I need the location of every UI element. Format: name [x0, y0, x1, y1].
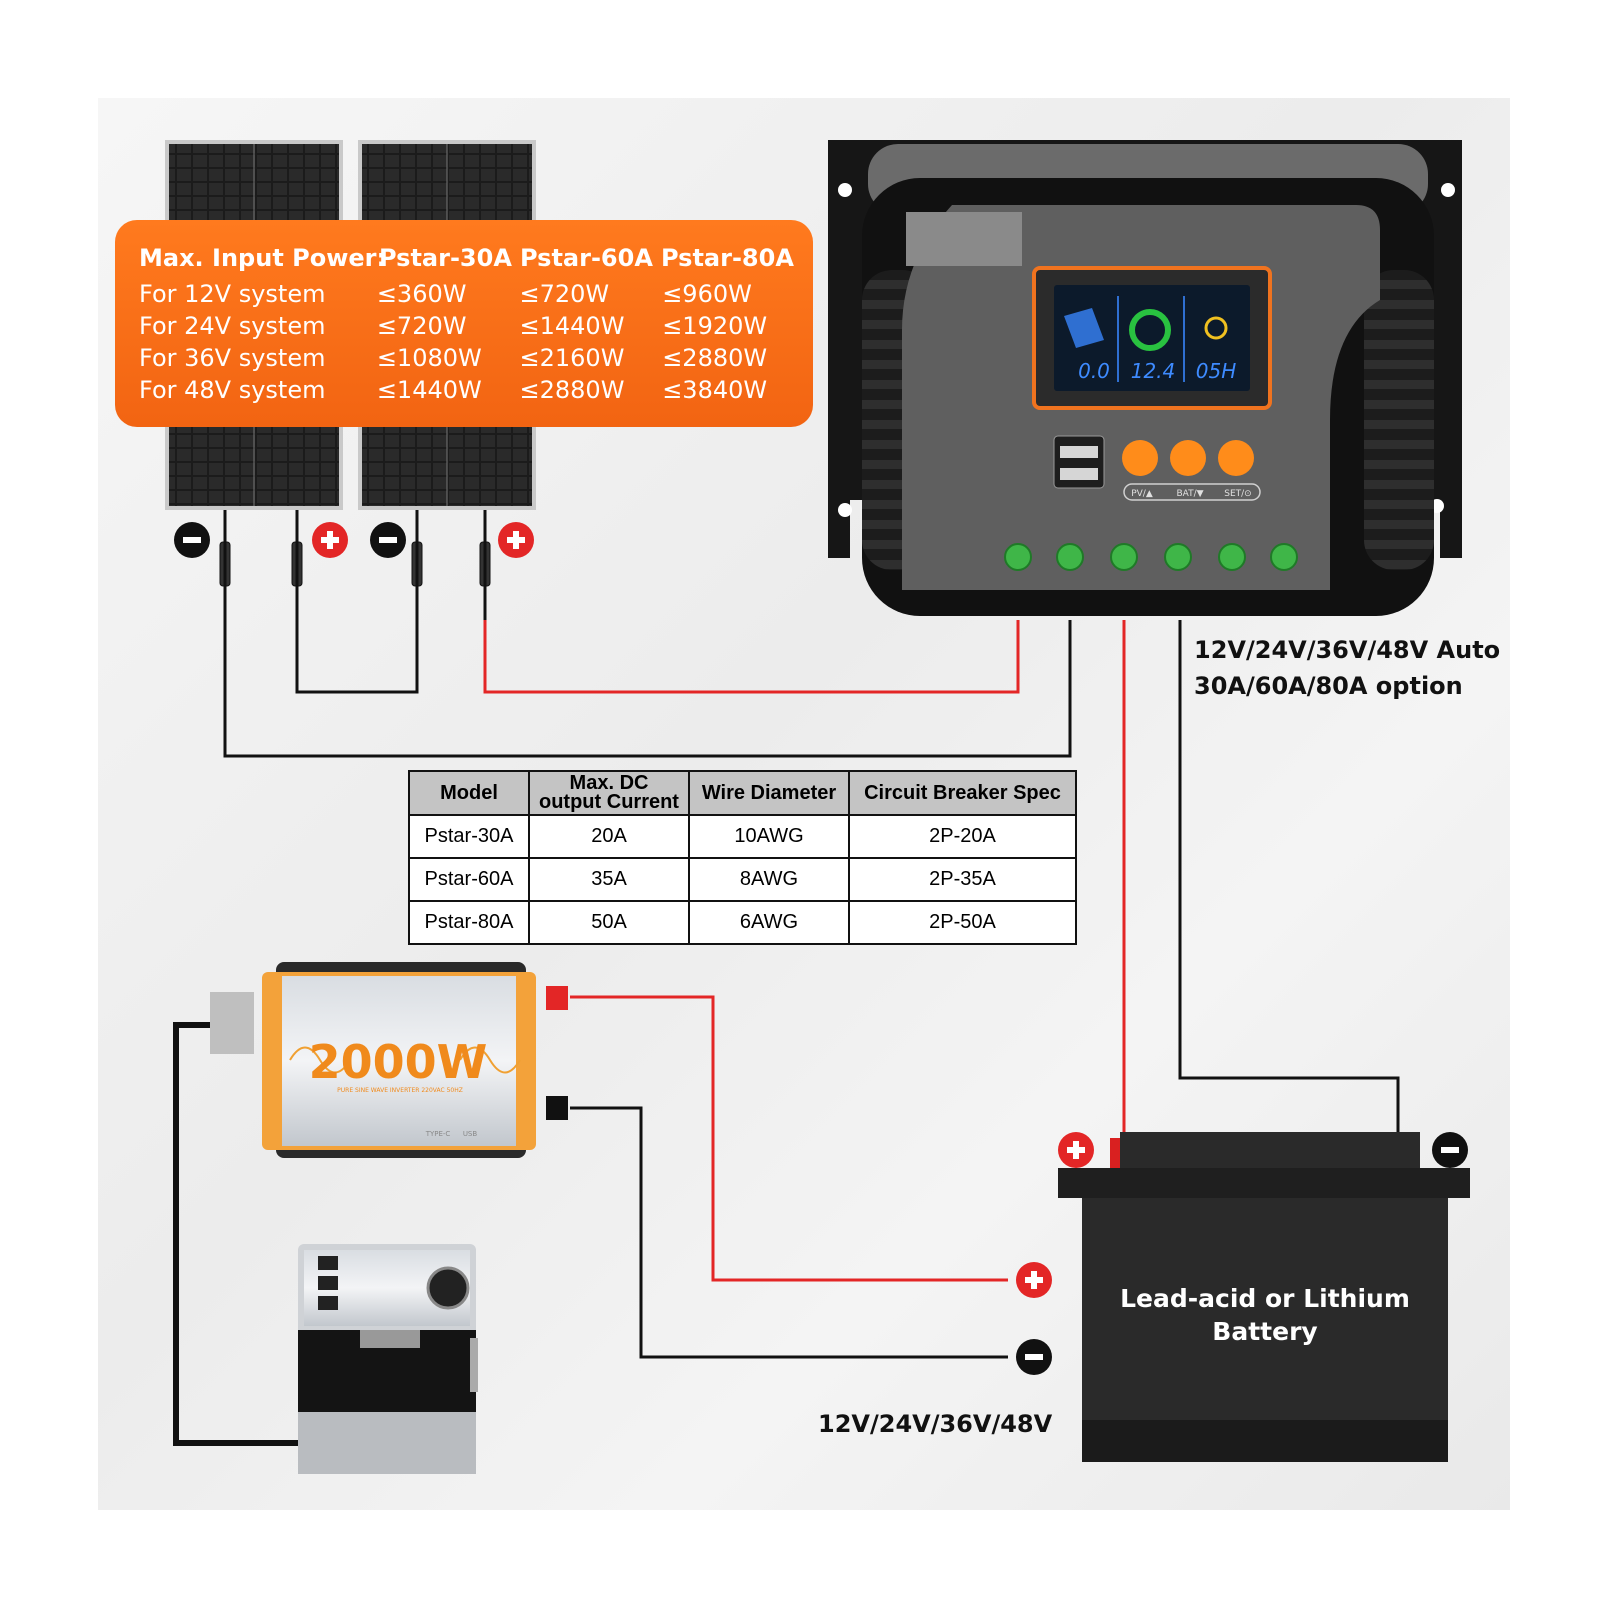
- bat-down-label: BAT/▼: [1176, 489, 1203, 499]
- table-row: Pstar-30A 20A 10AWG 2P-20A: [408, 814, 1077, 859]
- power-value: ≤2160W: [519, 344, 625, 372]
- table-cell: Pstar-80A: [408, 900, 530, 945]
- minus-icon: [1432, 1132, 1468, 1168]
- battery-label-line-2: Battery: [1212, 1317, 1318, 1346]
- power-header-label: Max. Input Power:: [139, 244, 387, 272]
- minus-icon: [1016, 1339, 1052, 1375]
- table-cell: 10AWG: [688, 814, 850, 859]
- minus-icon: [370, 522, 406, 558]
- controller-spec-line-2: 30A/60A/80A option: [1194, 672, 1463, 700]
- model-spec-table: Model Max. DC output Current Wire Diamet…: [408, 770, 1077, 945]
- plus-icon: [498, 522, 534, 558]
- table-cell: Pstar-30A: [408, 814, 530, 859]
- header-max-dc-current: Max. DC output Current: [528, 770, 690, 816]
- table-cell: 2P-20A: [848, 814, 1077, 859]
- bulb-icon: [1204, 316, 1228, 340]
- battery-label-line-1: Lead-acid or Lithium: [1120, 1284, 1410, 1313]
- battery-charge-icon: [1129, 309, 1171, 351]
- power-value: ≤1920W: [662, 312, 768, 340]
- table-cell: 35A: [528, 857, 690, 902]
- power-table-header: Max. Input Power: Pstar-30A Pstar-60A Ps…: [139, 238, 794, 278]
- charge-controller: 0.0 12.4 05H PV/▲ BAT/▼ SET/⊙: [828, 140, 1462, 616]
- controller-spec-label: 12V/24V/36V/48V Auto 30A/60A/80A option: [1194, 632, 1500, 704]
- power-header-60a: Pstar-60A: [520, 244, 653, 272]
- table-cell: 6AWG: [688, 900, 850, 945]
- pv-up-label: PV/▲: [1131, 489, 1153, 499]
- pv-up-button[interactable]: [1122, 440, 1158, 476]
- power-row-24v: For 24V system ≤720W ≤1440W ≤1920W: [139, 310, 791, 342]
- polarity-badges: [174, 522, 1468, 1375]
- solar-icon: [1064, 308, 1104, 348]
- table-cell: 50A: [528, 900, 690, 945]
- wires: [173, 620, 1400, 1446]
- set-button[interactable]: [1218, 440, 1254, 476]
- power-value: ≤360W: [376, 280, 467, 308]
- set-label: SET/⊙: [1224, 489, 1251, 499]
- power-header-30a: Pstar-30A: [379, 244, 512, 272]
- coffee-machine-icon: [298, 1244, 478, 1474]
- power-system-label: For 48V system: [139, 376, 326, 404]
- power-value: ≤720W: [519, 280, 610, 308]
- plus-icon: [1058, 1132, 1094, 1168]
- power-value: ≤720W: [376, 312, 467, 340]
- header-wire-diameter: Wire Diameter: [688, 770, 850, 816]
- spec-table-header-row: Model Max. DC output Current Wire Diamet…: [408, 770, 1077, 816]
- usb-ports: [1053, 435, 1105, 489]
- battery-icon: [1058, 1132, 1470, 1462]
- max-input-power-box: Max. Input Power: Pstar-30A Pstar-60A Ps…: [115, 220, 813, 427]
- table-row: Pstar-60A 35A 8AWG 2P-35A: [408, 857, 1077, 902]
- power-system-label: For 36V system: [139, 344, 326, 372]
- inverter: 2000W PURE SINE WAVE INVERTER 220VAC 50H…: [210, 962, 568, 1158]
- inverter-usb-label: USB: [463, 1130, 478, 1138]
- power-row-12v: For 12V system ≤360W ≤720W ≤960W: [139, 278, 791, 310]
- power-value: ≤960W: [662, 280, 752, 308]
- plus-icon: [1016, 1262, 1052, 1298]
- power-value: ≤1440W: [519, 312, 625, 340]
- power-header-80a: Pstar-80A: [661, 244, 794, 272]
- terminal-screws: [1004, 543, 1298, 571]
- power-row-36v: For 36V system ≤1080W ≤2160W ≤2880W: [139, 342, 791, 374]
- lcd-pv-value: 0.0: [1078, 359, 1110, 383]
- controller-spec-line-1: 12V/24V/36V/48V Auto: [1194, 636, 1501, 664]
- power-value: ≤2880W: [662, 344, 768, 372]
- plus-icon: [312, 522, 348, 558]
- inverter-typec-label: TYPE-C: [425, 1130, 451, 1138]
- battery-label: Lead-acid or Lithium Battery: [1095, 1282, 1435, 1348]
- bat-down-button[interactable]: [1170, 440, 1206, 476]
- table-row: Pstar-80A 50A 6AWG 2P-50A: [408, 900, 1077, 945]
- power-system-label: For 24V system: [139, 312, 326, 340]
- header-breaker-spec: Circuit Breaker Spec: [848, 770, 1077, 816]
- inverter-power-label: 2000W: [309, 1035, 488, 1089]
- power-value: ≤1440W: [376, 376, 482, 404]
- header-model: Model: [408, 770, 530, 816]
- lcd-load-value: 05H: [1196, 359, 1237, 383]
- power-value: ≤3840W: [662, 376, 768, 404]
- table-cell: Pstar-60A: [408, 857, 530, 902]
- power-row-48v: For 48V system ≤1440W ≤2880W ≤3840W: [139, 374, 791, 406]
- power-system-label: For 12V system: [139, 280, 326, 308]
- minus-icon: [174, 522, 210, 558]
- system-voltage-label: 12V/24V/36V/48V: [818, 1410, 1053, 1438]
- power-value: ≤2880W: [519, 376, 625, 404]
- table-cell: 2P-35A: [848, 857, 1077, 902]
- panel-connectors: [219, 510, 491, 620]
- table-cell: 20A: [528, 814, 690, 859]
- lcd-battery-value: 12.4: [1131, 359, 1176, 383]
- inverter-subtitle: PURE SINE WAVE INVERTER 220VAC 50HZ: [337, 1087, 463, 1094]
- power-value: ≤1080W: [376, 344, 482, 372]
- table-cell: 2P-50A: [848, 900, 1077, 945]
- table-cell: 8AWG: [688, 857, 850, 902]
